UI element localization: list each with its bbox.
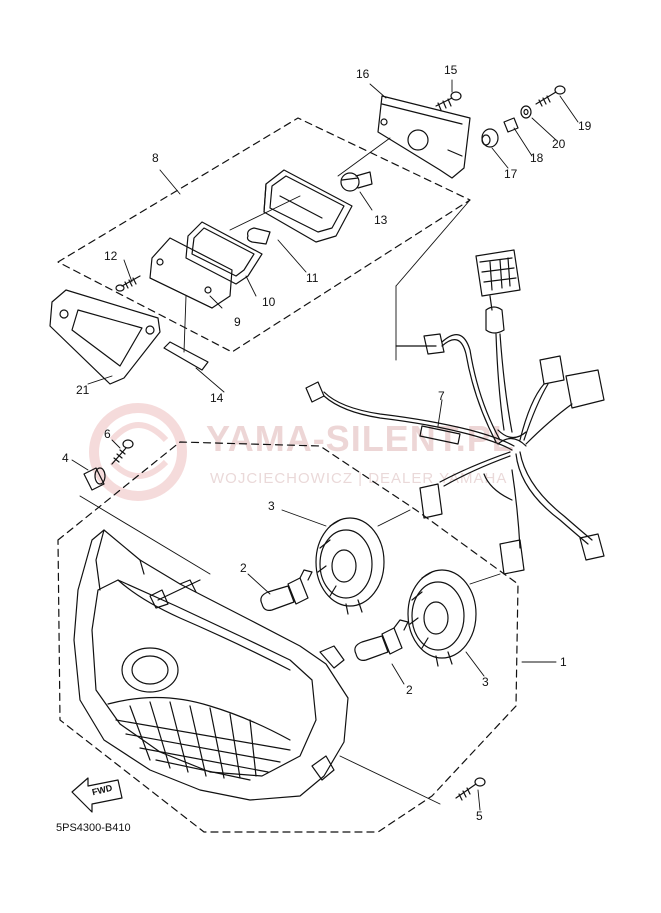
bulb-socket-3-upper [315,517,385,615]
screw-6 [111,439,134,465]
callout-10: 10 [262,295,276,309]
bulb-socket-3-lower [407,569,477,667]
callout-1: 1 [560,655,567,669]
callout-6: 6 [104,427,111,441]
license-light-group-outline [57,117,471,353]
lamp-housing [263,169,353,243]
callout-8: 8 [152,151,159,165]
callout-4: 4 [62,451,69,465]
headlight-group-outline [57,441,519,833]
callout-3-lower: 3 [482,675,489,689]
callout-2-lower: 2 [406,683,413,697]
callout-21: 21 [76,383,90,397]
license-bracket [377,95,471,179]
bulb-2-upper [260,569,313,611]
screw-15 [435,91,462,111]
drawing-code: 5PS4300-B410 [56,822,131,834]
callout-5: 5 [476,809,483,823]
callout-2-upper: 2 [240,561,247,575]
grommet-4 [83,467,106,491]
callout-13: 13 [374,213,388,227]
reflector-14 [163,341,209,371]
screw-5 [455,777,486,801]
callout-19: 19 [578,119,592,133]
forward-arrow-icon [71,777,123,813]
watermark-title: YAMA-SILENT.PL [206,418,515,459]
callout-9: 9 [234,315,241,329]
wire-harness-7 [305,249,605,575]
bulb-2-lower [354,619,409,661]
callout-17: 17 [504,167,518,181]
headlight-body [73,529,349,801]
callout-16: 16 [356,67,370,81]
bulb-11 [246,227,271,245]
bulb-socket-13 [340,171,373,192]
callout-15: 15 [444,63,458,77]
callout-7: 7 [438,389,445,403]
callout-leaders [71,79,579,811]
callout-20: 20 [552,137,566,151]
bolt-19 [535,85,566,107]
plate-gasket-21 [49,289,161,385]
washer-20 [520,105,532,119]
callout-12: 12 [104,249,118,263]
gasket-10 [185,221,263,285]
callout-18: 18 [530,151,544,165]
collar-18 [503,117,519,133]
lens-9 [149,237,233,309]
grommet-17 [481,128,499,148]
screw-12 [115,275,141,292]
callout-3-upper: 3 [268,499,275,513]
callout-11: 11 [306,271,319,285]
callout-14: 14 [210,391,224,405]
watermark-subtitle: WOJCIECHOWICZ | DEALER YAMAHA [210,470,508,487]
